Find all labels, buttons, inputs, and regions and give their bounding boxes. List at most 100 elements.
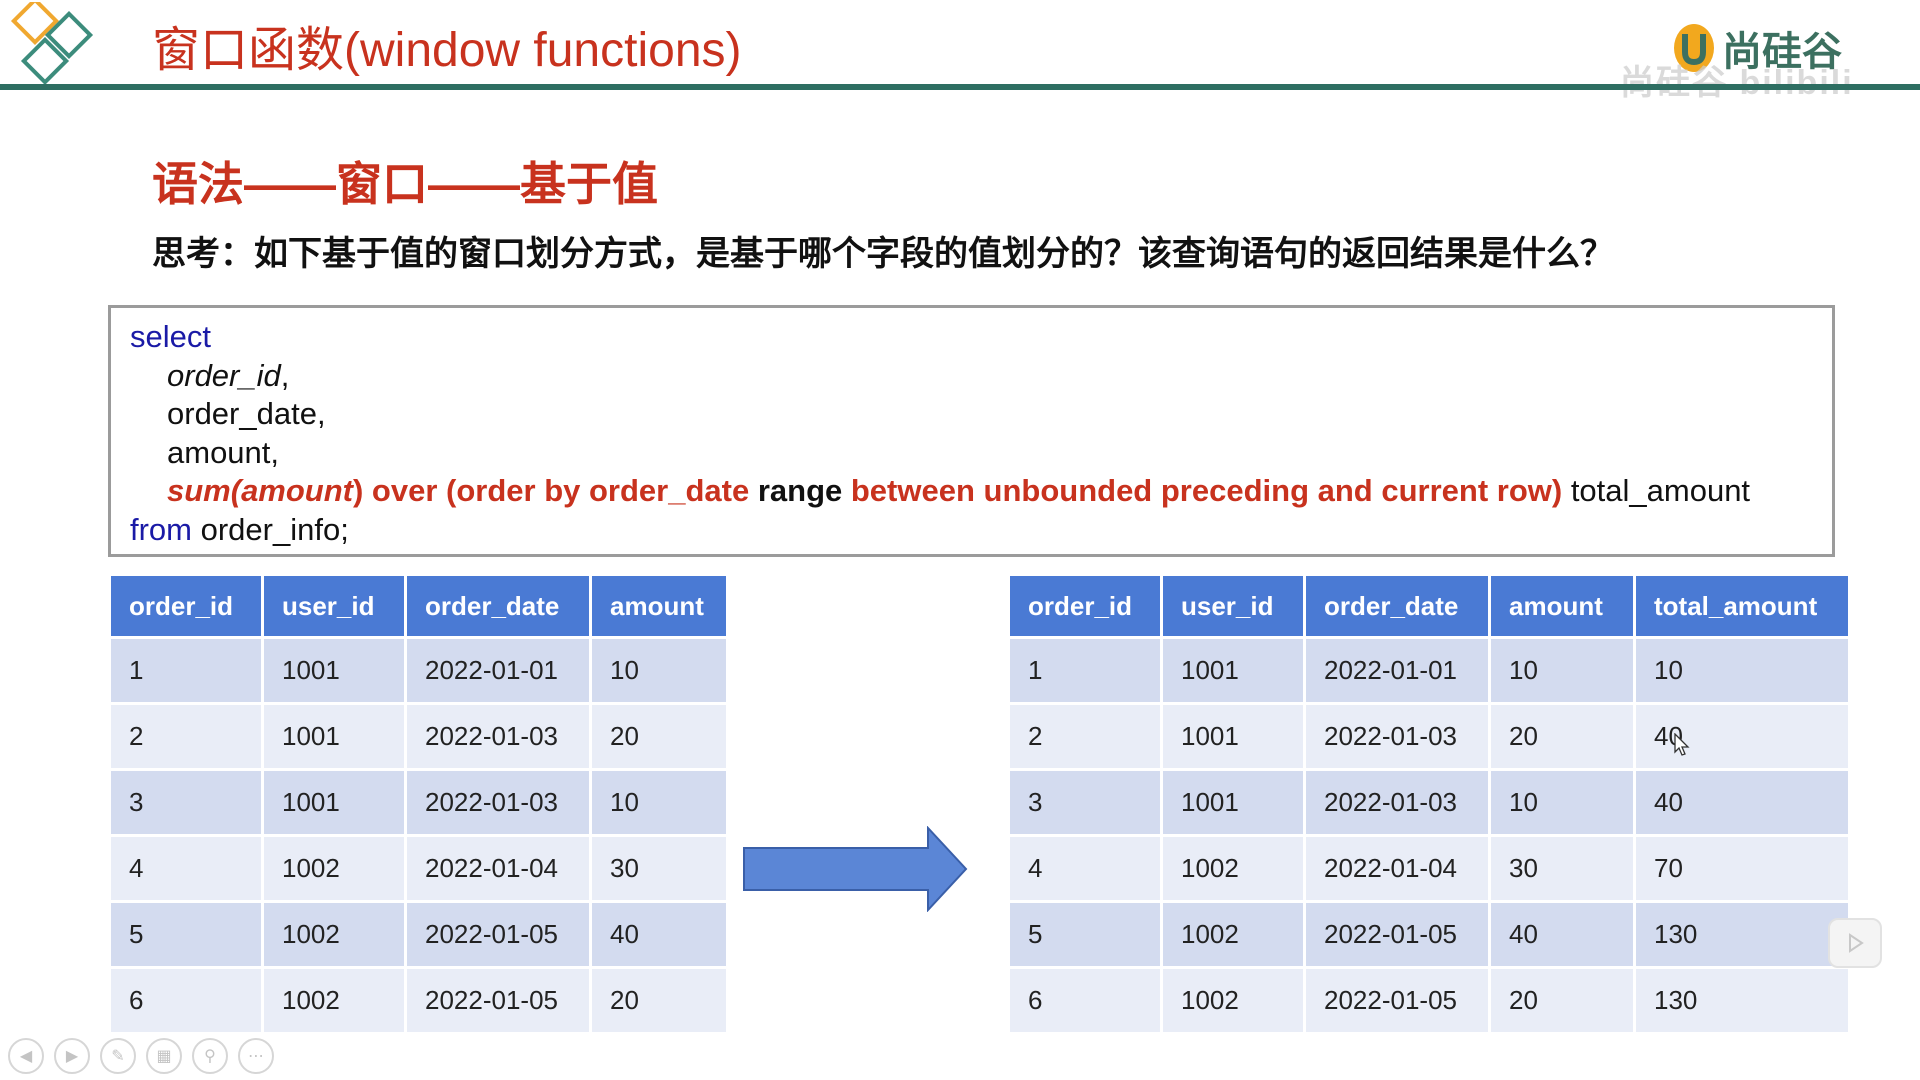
cell: 4 bbox=[111, 837, 261, 900]
cell: 6 bbox=[1010, 969, 1160, 1032]
code-line-order-id: order_id, bbox=[130, 357, 1832, 396]
cell: 1001 bbox=[1163, 771, 1303, 834]
code-line-order-date: order_date, bbox=[167, 396, 326, 431]
cell: 10 bbox=[1491, 639, 1633, 702]
cell: 1001 bbox=[264, 705, 404, 768]
cell: 40 bbox=[1636, 705, 1848, 768]
header-cell: amount bbox=[1491, 576, 1633, 636]
next-icon: ▶ bbox=[65, 1048, 79, 1065]
pen-icon: ✎ bbox=[111, 1048, 125, 1065]
cell: 10 bbox=[1491, 771, 1633, 834]
table-name: order_info; bbox=[192, 511, 349, 547]
code-line-window: sum(amount) over (order by order_date ra… bbox=[130, 472, 1832, 511]
cell: 130 bbox=[1636, 903, 1848, 966]
cell: 2022-01-03 bbox=[407, 771, 589, 834]
table-header-row: order_id user_id order_date amount total… bbox=[1010, 576, 1848, 636]
cell: 10 bbox=[1636, 639, 1848, 702]
cell: 20 bbox=[592, 705, 726, 768]
cell: 1002 bbox=[264, 903, 404, 966]
mouse-cursor-icon bbox=[1674, 733, 1690, 756]
header-cell: user_id bbox=[264, 576, 404, 636]
logo-diamonds-icon bbox=[10, 2, 94, 86]
header-cell: order_date bbox=[407, 576, 589, 636]
slides-button[interactable]: ▦ bbox=[146, 1038, 182, 1074]
cell: 1001 bbox=[1163, 705, 1303, 768]
zoom-icon: ⚲ bbox=[204, 1048, 216, 1065]
cell: 30 bbox=[1491, 837, 1633, 900]
cell: 1001 bbox=[264, 771, 404, 834]
code-line-amount: amount, bbox=[167, 434, 280, 470]
prev-slide-button[interactable]: ◀ bbox=[8, 1038, 44, 1074]
sum-function: sum(amount bbox=[167, 473, 353, 508]
keyword-range: range bbox=[749, 473, 851, 508]
cell: 10 bbox=[592, 771, 726, 834]
cell: 2022-01-01 bbox=[407, 639, 589, 702]
cell: 4 bbox=[1010, 837, 1160, 900]
cell: 1002 bbox=[264, 969, 404, 1032]
header-cell: total_amount bbox=[1636, 576, 1848, 636]
slide-toolbar: ◀ ▶ ✎ ▦ ⚲ ⋯ bbox=[8, 1038, 274, 1074]
cell: 10 bbox=[592, 639, 726, 702]
cell: 1002 bbox=[1163, 903, 1303, 966]
brand-u-icon bbox=[1674, 24, 1714, 72]
cell: 30 bbox=[592, 837, 726, 900]
cell: 3 bbox=[1010, 771, 1160, 834]
cell: 3 bbox=[111, 771, 261, 834]
result-table: order_id user_id order_date amount total… bbox=[1007, 573, 1851, 1035]
header-cell: order_id bbox=[111, 576, 261, 636]
over-clause: ) over (order by order_date bbox=[353, 473, 750, 508]
code-line-from: from order_info; bbox=[130, 511, 1832, 550]
cell: 1001 bbox=[264, 639, 404, 702]
header-divider bbox=[0, 84, 1920, 90]
header-cell: amount bbox=[592, 576, 726, 636]
code-line-select: select bbox=[130, 318, 1832, 357]
cell: 40 bbox=[592, 903, 726, 966]
cell: 1002 bbox=[264, 837, 404, 900]
column-order-id: order_id bbox=[167, 357, 281, 393]
cell: 1002 bbox=[1163, 837, 1303, 900]
question-text: 思考：如下基于值的窗口划分方式，是基于哪个字段的值划分的？该查询语句的返回结果是… bbox=[152, 235, 1614, 273]
more-icon: ⋯ bbox=[248, 1048, 264, 1065]
header-cell: order_id bbox=[1010, 576, 1160, 636]
cell: 2 bbox=[1010, 705, 1160, 768]
zoom-button[interactable]: ⚲ bbox=[192, 1038, 228, 1074]
cell: 1001 bbox=[1163, 639, 1303, 702]
keyword-select: select bbox=[130, 319, 211, 354]
cell: 2022-01-03 bbox=[1306, 771, 1488, 834]
cell: 2022-01-05 bbox=[1306, 969, 1488, 1032]
sql-code-box: select order_id, order_date, amount, sum… bbox=[108, 305, 1835, 557]
header-cell: user_id bbox=[1163, 576, 1303, 636]
cell: 40 bbox=[1636, 771, 1848, 834]
cell: 2022-01-05 bbox=[1306, 903, 1488, 966]
cell: 2022-01-03 bbox=[407, 705, 589, 768]
brand-text: 尚硅谷 bbox=[1722, 29, 1842, 75]
next-slide-button[interactable]: ▶ bbox=[54, 1038, 90, 1074]
more-button[interactable]: ⋯ bbox=[238, 1038, 274, 1074]
frame-clause: between unbounded preceding and current … bbox=[850, 473, 1563, 508]
right-arrow-icon bbox=[743, 826, 968, 912]
play-icon bbox=[1849, 933, 1864, 953]
page-title: 窗口函数(window functions) bbox=[152, 24, 742, 77]
cell: 2022-01-05 bbox=[407, 969, 589, 1032]
cell: 1 bbox=[1010, 639, 1160, 702]
cell: 70 bbox=[1636, 837, 1848, 900]
keyword-from: from bbox=[130, 511, 192, 547]
watermark: 尚硅谷 bilibili bbox=[1620, 64, 1854, 102]
cell: 1002 bbox=[1163, 969, 1303, 1032]
header-cell: order_date bbox=[1306, 576, 1488, 636]
prev-icon: ◀ bbox=[19, 1048, 33, 1065]
pen-button[interactable]: ✎ bbox=[100, 1038, 136, 1074]
play-button[interactable] bbox=[1828, 918, 1882, 968]
table-header-row: order_id user_id order_date amount bbox=[111, 576, 726, 636]
